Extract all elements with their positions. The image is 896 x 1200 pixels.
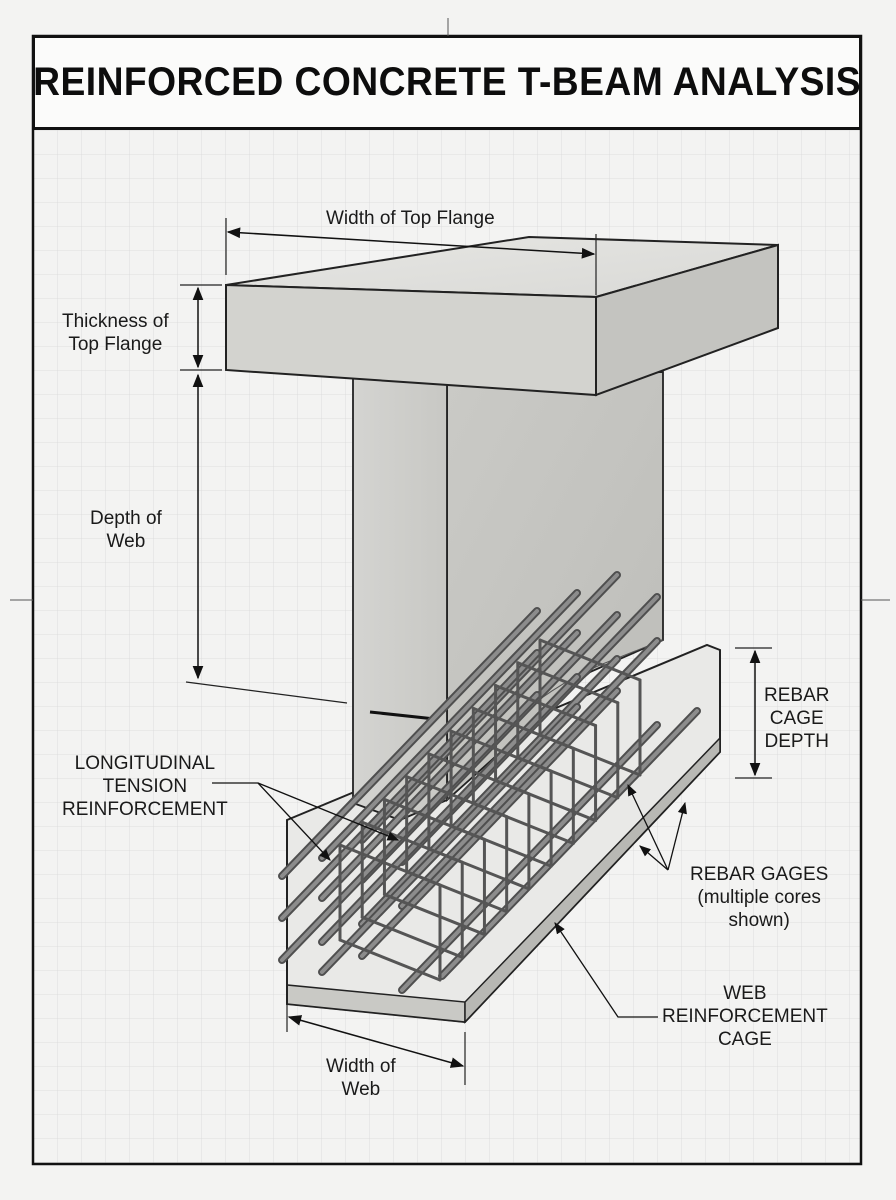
leader-web-reinforcement-cage xyxy=(554,922,658,1018)
stirrup-segment xyxy=(405,870,509,914)
longitudinal-bar-highlight xyxy=(320,675,579,944)
stirrup-segment xyxy=(338,938,442,982)
stirrup-segment xyxy=(538,733,642,777)
diagram-title: REINFORCED CONCRETE T-BEAM ANALYSIS xyxy=(33,60,861,104)
label-width-of-web: Width of Web xyxy=(326,1056,396,1100)
stirrup-segment xyxy=(494,684,598,728)
stirrup-segment xyxy=(494,779,598,823)
longitudinal-bar-highlight xyxy=(320,591,579,860)
dim-width-of-web xyxy=(286,990,466,1085)
stirrup-segment xyxy=(471,801,575,845)
dim-depth-of-web xyxy=(185,373,348,704)
title-box: REINFORCED CONCRETE T-BEAM ANALYSIS xyxy=(33,36,861,130)
label-rebar-gages: REBAR GAGES (multiple cores shown) xyxy=(690,864,829,931)
stirrup-segment xyxy=(538,638,642,682)
stirrup-segment xyxy=(360,915,464,959)
label-depth-of-web: Depth of Web xyxy=(90,508,162,552)
label-web-reinforcement-cage: WEB REINFORCEMENT CAGE xyxy=(662,983,828,1050)
dim-thickness-top-flange xyxy=(180,284,222,371)
stirrup-segment xyxy=(427,847,531,891)
dim-width-top-flange xyxy=(225,218,597,295)
label-width-top-flange: Width of Top Flange xyxy=(326,208,495,229)
stirrup-segment xyxy=(382,892,486,936)
stirrup-segment xyxy=(516,756,620,800)
longitudinal-bar-highlight xyxy=(400,639,659,908)
longitudinal-bar-highlight xyxy=(280,609,539,878)
leader-rebar-gages xyxy=(627,783,687,871)
label-longitudinal-tension-reinforcement: LONGITUDINAL TENSION REINFORCEMENT xyxy=(62,753,228,820)
label-thickness-top-flange: Thickness of Top Flange xyxy=(62,311,169,355)
rebar-cage xyxy=(278,571,701,994)
longitudinal-bar-highlight xyxy=(320,705,579,974)
leader-longitudinal-tension xyxy=(212,782,400,861)
stirrup-segment xyxy=(516,661,620,705)
longitudinal-bar-highlight xyxy=(360,657,619,926)
longitudinal-bar-highlight xyxy=(360,689,619,958)
dim-rebar-cage-depth xyxy=(735,647,772,779)
label-rebar-cage-depth: REBAR CAGE DEPTH xyxy=(764,685,830,752)
stirrup-segment xyxy=(449,824,553,868)
section-marker-line xyxy=(369,710,436,721)
